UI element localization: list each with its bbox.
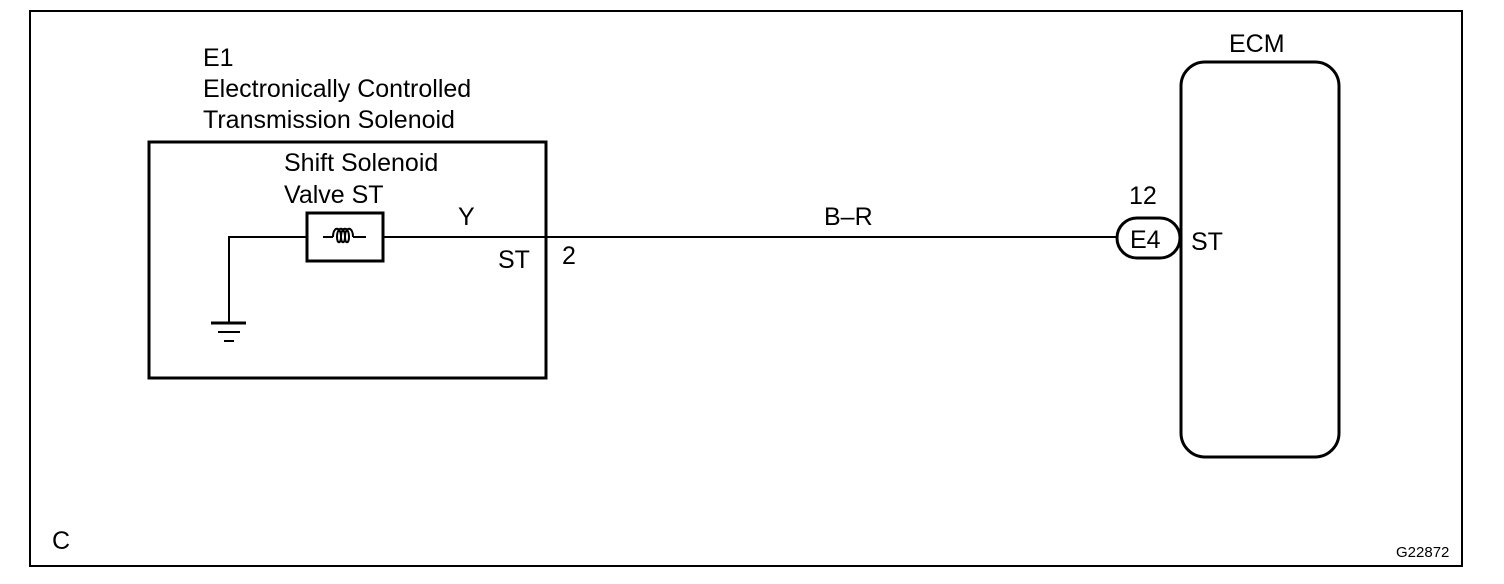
ground-icon bbox=[211, 321, 246, 342]
image-id: G22872 bbox=[1396, 544, 1449, 561]
coil-icon bbox=[323, 227, 366, 244]
solenoid-component-box bbox=[147, 140, 548, 380]
ecm-title: ECM bbox=[1229, 30, 1285, 58]
connector-pin-label: 12 bbox=[1129, 182, 1157, 210]
component-code: E1 bbox=[203, 44, 234, 72]
component-terminal-pin: 2 bbox=[562, 242, 576, 270]
component-terminal-name: ST bbox=[498, 246, 530, 274]
ground-wire bbox=[228, 236, 307, 322]
connector-code-label: E4 bbox=[1130, 226, 1161, 254]
ecm-box bbox=[1179, 60, 1341, 459]
valve-label-line2: Valve ST bbox=[284, 181, 384, 209]
diagram-frame bbox=[29, 10, 1463, 567]
component-name-line1: Electronically Controlled bbox=[203, 75, 471, 103]
valve-label-line1: Shift Solenoid bbox=[284, 149, 438, 177]
figure-code: C bbox=[52, 527, 70, 555]
ecm-terminal-name: ST bbox=[1191, 228, 1223, 256]
wire-color-label: B–R bbox=[824, 203, 873, 231]
internal-wire-color-label: Y bbox=[458, 203, 475, 231]
component-name-line2: Transmission Solenoid bbox=[203, 106, 455, 134]
